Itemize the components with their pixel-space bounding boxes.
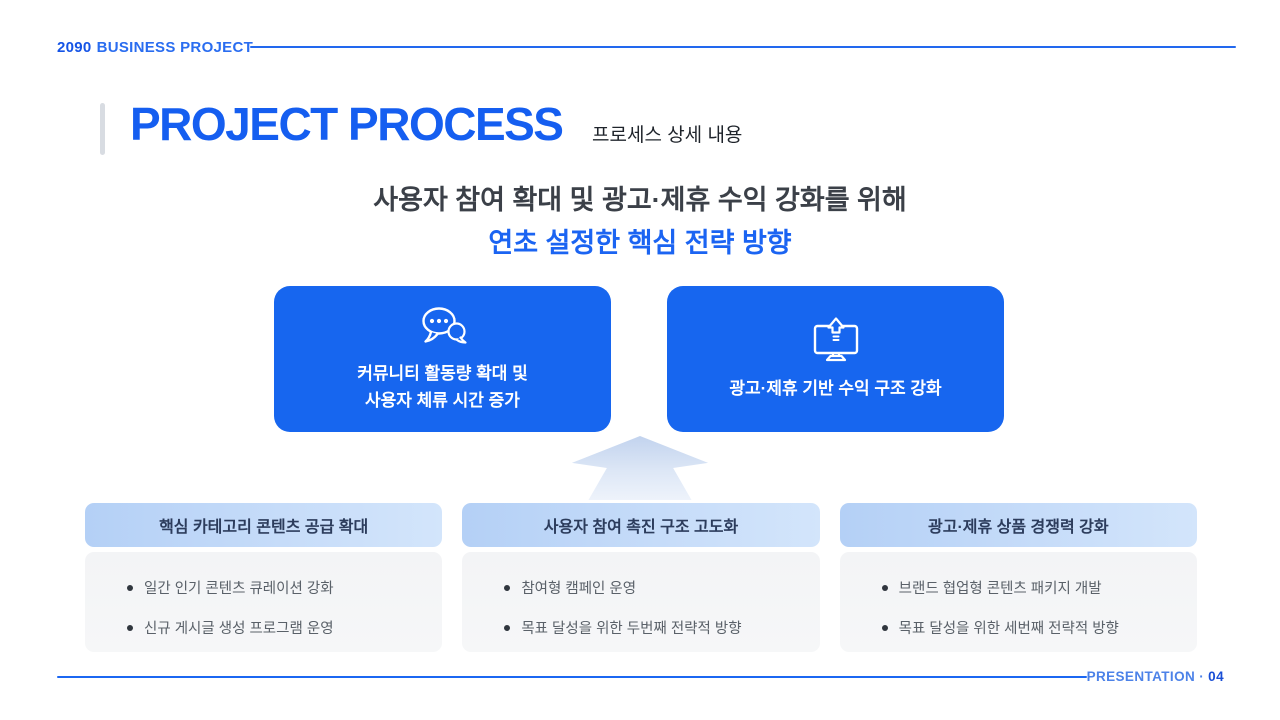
strategy-card-ads-title: 광고·제휴 상품 경쟁력 강화 [839, 503, 1197, 547]
goal-box-community: 커뮤니티 활동량 확대 및 사용자 체류 시간 증가 [274, 286, 611, 432]
headline-line1: 사용자 참여 확대 및 광고·제휴 수익 강화를 위해 [373, 185, 907, 215]
footer-divider-line [57, 676, 1087, 678]
headline-line2: 연초 설정한 핵심 전략 방향 [488, 228, 792, 258]
title-accent-bar [100, 103, 105, 155]
list-item: 목표 달성을 위한 세번째 전략적 방향 [881, 617, 1181, 638]
bullet-text: 참여형 캠페인 운영 [521, 581, 637, 597]
goal-box-revenue-line1: 광고·제휴 기반 수익 구조 강화 [729, 379, 942, 398]
list-item: 신규 게시글 생성 프로그램 운영 [127, 617, 426, 638]
bullet-text: 브랜드 협업형 콘텐츠 패키지 개발 [898, 581, 1102, 597]
strategy-card-content: 핵심 카테고리 콘텐츠 공급 확대 일간 인기 콘텐츠 큐레이션 강화 신규 게… [85, 503, 443, 652]
footer-page-number: 04 [1208, 669, 1224, 684]
footer-page-indicator: PRESENTATION ·04 [1087, 669, 1224, 684]
bullet-dot-icon [504, 624, 511, 631]
list-item: 목표 달성을 위한 두번째 전략적 방향 [504, 617, 803, 638]
page-subtitle: 프로세스 상세 내용 [592, 125, 743, 146]
goal-box-revenue-text: 광고·제휴 기반 수익 구조 강화 [729, 375, 941, 402]
bullet-text: 목표 달성을 위한 세번째 전략적 방향 [898, 621, 1119, 637]
bullet-text: 일간 인기 콘텐츠 큐레이션 강화 [144, 581, 334, 597]
bullet-text: 목표 달성을 위한 두번째 전략적 방향 [521, 621, 742, 637]
strategy-card-ads: 광고·제휴 상품 경쟁력 강화 브랜드 협업형 콘텐츠 패키지 개발 목표 달성… [839, 503, 1197, 652]
strategy-card-engagement-title: 사용자 참여 촉진 구조 고도화 [462, 503, 820, 547]
bullet-dot-icon [127, 584, 133, 591]
bullet-dot-icon [881, 624, 888, 631]
bullet-dot-icon [127, 624, 133, 631]
bullet-dot-icon [881, 584, 888, 591]
strategy-cards-row: 핵심 카테고리 콘텐츠 공급 확대 일간 인기 콘텐츠 큐레이션 강화 신규 게… [85, 503, 1197, 652]
top-divider-line [250, 46, 1236, 48]
goal-box-revenue: 광고·제휴 기반 수익 구조 강화 [667, 286, 1004, 432]
list-item: 일간 인기 콘텐츠 큐레이션 강화 [127, 577, 426, 598]
strategy-card-content-body: 일간 인기 콘텐츠 큐레이션 강화 신규 게시글 생성 프로그램 운영 [85, 552, 443, 652]
goal-box-community-line2: 사용자 체류 시간 증가 [365, 390, 520, 410]
list-item: 참여형 캠페인 운영 [504, 577, 803, 598]
up-arrow-shape [571, 436, 709, 500]
strategy-card-engagement: 사용자 참여 촉진 구조 고도화 참여형 캠페인 운영 목표 달성을 위한 두번… [462, 503, 820, 652]
monitor-upload-icon [810, 316, 862, 362]
goal-box-community-line1: 커뮤니티 활동량 확대 및 [357, 363, 528, 383]
chat-bubbles-icon [418, 305, 468, 347]
bullet-dot-icon [504, 584, 511, 591]
list-item: 브랜드 협업형 콘텐츠 패키지 개발 [881, 577, 1181, 598]
goal-box-community-text: 커뮤니티 활동량 확대 및 사용자 체류 시간 증가 [357, 360, 528, 414]
strategy-card-ads-body: 브랜드 협업형 콘텐츠 패키지 개발 목표 달성을 위한 세번째 전략적 방향 [839, 552, 1197, 652]
footer-label: PRESENTATION · [1086, 669, 1205, 684]
strategy-card-engagement-body: 참여형 캠페인 운영 목표 달성을 위한 두번째 전략적 방향 [462, 552, 820, 652]
strategy-card-content-title: 핵심 카테고리 콘텐츠 공급 확대 [85, 503, 443, 547]
headline: 사용자 참여 확대 및 광고·제휴 수익 강화를 위해 연초 설정한 핵심 전략… [0, 183, 1280, 260]
brand-name: BUSINESS PROJECT [96, 39, 254, 56]
bullet-text: 신규 게시글 생성 프로그램 운영 [144, 621, 334, 637]
brand-year: 2090 [57, 39, 92, 56]
page-title: PROJECT PROCESS [130, 98, 564, 150]
